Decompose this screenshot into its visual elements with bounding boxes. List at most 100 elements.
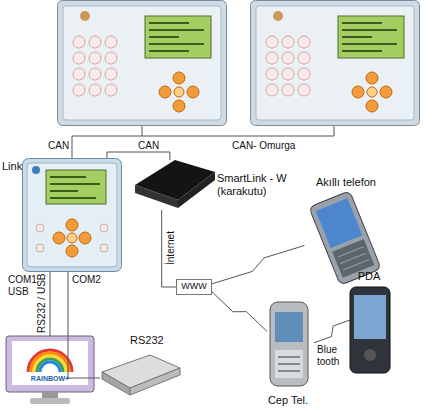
controller-unit: [298, 68, 310, 80]
computer-symbol: [34, 356, 66, 372]
controller-unit: [159, 86, 171, 98]
connection-line: [107, 152, 170, 160]
node-label: SmartLink - W (karakutu): [217, 172, 301, 197]
computer: RAINBOW+: [6, 336, 94, 392]
smartphone-symbol: [316, 198, 363, 248]
controller-unit: [105, 52, 117, 64]
controller-unit: [298, 84, 310, 96]
connection-line: [162, 210, 176, 287]
link-controller: [66, 245, 78, 257]
port-label: CAN: [48, 140, 74, 152]
pda-symbol: [350, 287, 390, 373]
controller-unit: [80, 11, 90, 21]
controller-unit: [89, 36, 101, 48]
pda-symbol: [350, 287, 390, 373]
controller-unit: [266, 36, 278, 48]
connection-label: İnternet: [165, 223, 177, 273]
controller-unit: [173, 100, 185, 112]
controller-unit: [251, 1, 420, 126]
controller-unit: [352, 86, 364, 98]
node-label: RAINBOW+: [6, 375, 94, 383]
computer-symbol: [28, 350, 72, 372]
rs232-device-symbol: [130, 368, 180, 395]
mobile-phone-symbol: [270, 302, 308, 386]
port-label: CAN- Omurga: [232, 140, 322, 152]
mobile-phone-symbol: [275, 312, 303, 342]
link-controller: [36, 224, 44, 232]
port-label: COM2: [72, 274, 102, 286]
controller-unit: [298, 36, 310, 48]
smartphone-symbol: [338, 247, 369, 270]
link-controller: [27, 163, 117, 267]
controller-unit: [298, 52, 310, 64]
controller-unit: [89, 84, 101, 96]
link-controller: [100, 224, 108, 232]
link-controller: [36, 244, 44, 252]
connection-line: [212, 246, 304, 284]
link-controller: [23, 159, 122, 272]
computer-symbol: [42, 392, 58, 398]
controller-unit: [73, 84, 85, 96]
smartlink-black-box: [135, 160, 215, 208]
controller-unit: [105, 84, 117, 96]
rs232-device-symbol: [102, 355, 180, 395]
controller-unit: [187, 86, 199, 98]
controller-unit: [266, 68, 278, 80]
controller-unit: [251, 1, 420, 126]
mobile-phone-symbol: [270, 302, 308, 386]
connection-line: [314, 320, 351, 343]
link-controller: [50, 177, 100, 198]
controller-unit: [366, 72, 378, 84]
controller-unit: [282, 36, 294, 48]
controller-unit: [58, 1, 227, 126]
link-controller: [53, 232, 65, 244]
mobile-phone-symbol: [275, 350, 303, 378]
can-backbone-wire: [72, 126, 334, 158]
connection-label: CAN: [138, 140, 162, 152]
link-controller: [79, 232, 91, 244]
connection-line: [50, 272, 51, 336]
link-controller: [100, 244, 108, 252]
gateway-box: SmartLink - W (karakutu): [133, 160, 215, 210]
smartlink-black-box: [178, 172, 215, 208]
link-controller: Link: [22, 158, 122, 272]
link-controller: [46, 170, 106, 204]
mobile-phone-symbol: [278, 357, 300, 371]
smartlink-black-box: [135, 185, 178, 208]
pda-device: PDA: [346, 268, 392, 383]
controller-unit: [149, 23, 204, 51]
computer-symbol: [6, 336, 94, 404]
controller-unit: [63, 6, 221, 120]
connection-line: [212, 292, 267, 332]
computer-symbol: [40, 362, 60, 372]
node-label: Cep Tel.: [262, 394, 314, 407]
controller-unit: [282, 52, 294, 64]
port-label: COM1 USB: [8, 274, 38, 297]
controller-unit: [58, 1, 227, 126]
mobile-phone: Cep Tel.: [262, 298, 314, 410]
connection-line: [68, 272, 100, 378]
controller-unit: [174, 87, 184, 97]
controller-unit: [145, 16, 211, 58]
computer-symbol: [30, 398, 70, 404]
controller-unit: [173, 72, 185, 84]
controller-unit: [73, 36, 85, 48]
computer-symbol: [6, 336, 94, 392]
rs232-device-symbol: [102, 372, 130, 395]
controller-unit: [342, 23, 397, 51]
controller-unit: [273, 11, 283, 21]
internet-box: WWW: [176, 279, 212, 295]
controller-unit: [282, 68, 294, 80]
controller-unit: [282, 84, 294, 96]
controller-unit: [266, 84, 278, 96]
controller-unit: [89, 52, 101, 64]
controller-unit: [380, 86, 392, 98]
connection-label: Blue tooth: [317, 344, 349, 367]
pda-symbol: [364, 349, 376, 361]
link-controller: [66, 219, 78, 231]
smartphone: Akıllı telefon: [300, 174, 388, 284]
node-label: PDA: [346, 270, 392, 283]
controller-unit: [105, 36, 117, 48]
